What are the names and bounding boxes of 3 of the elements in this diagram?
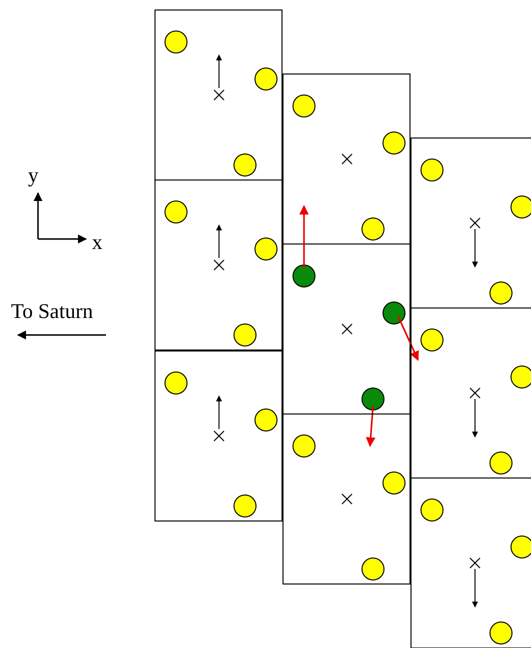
direction-label: To Saturn xyxy=(11,301,93,322)
axis-label: y xyxy=(28,165,38,186)
axis-label: x xyxy=(92,232,102,253)
